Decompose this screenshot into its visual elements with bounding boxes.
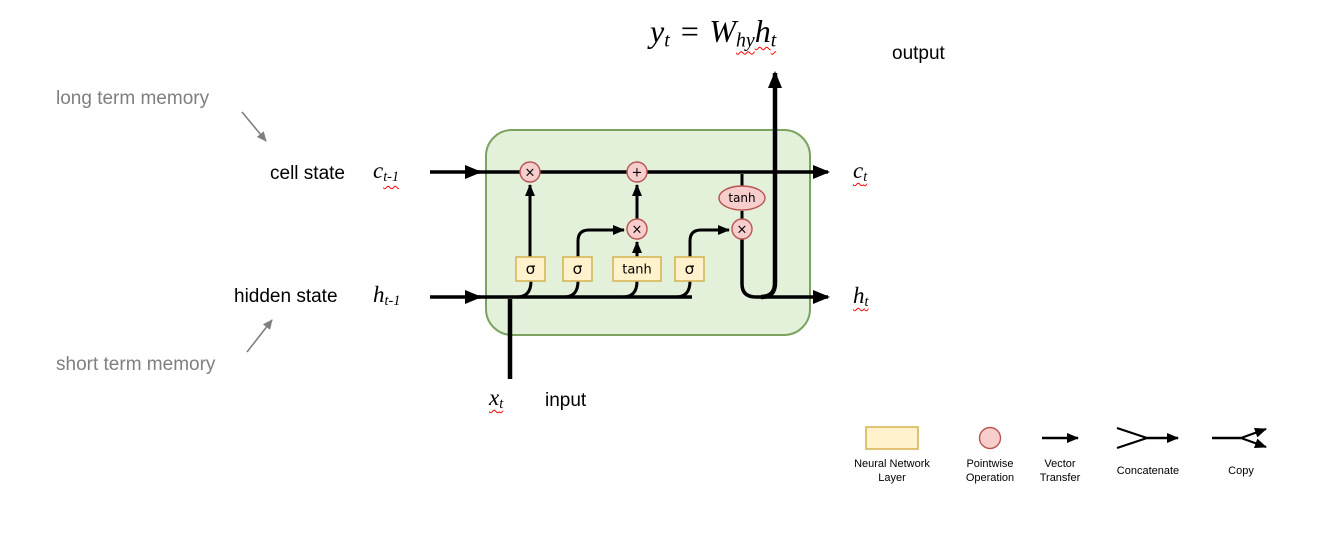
input-multiply-symbol: × xyxy=(632,223,643,238)
formula-h-sub: t xyxy=(770,29,777,52)
c-t-sub: t xyxy=(863,169,868,186)
candidate-tanh-label: tanh xyxy=(622,263,652,278)
long-term-memory-arrow xyxy=(241,111,267,142)
output-label: output xyxy=(892,43,945,64)
formula-w-sub: hy xyxy=(735,29,755,52)
input-multiply-circle xyxy=(626,218,648,240)
hidden-state-label: hidden state xyxy=(234,286,338,307)
cell-state-out-symbol: ct xyxy=(853,158,867,184)
add-symbol: + xyxy=(632,166,643,181)
formula-h: h xyxy=(754,13,771,49)
legend-label-line1: Neural Network xyxy=(854,458,930,470)
legend-label-line2: Transfer xyxy=(1039,472,1081,485)
legend-neural-network-layer-label: Neural Network Layer xyxy=(842,457,942,486)
legend-copy-fork-lower xyxy=(1240,436,1267,449)
hidden-state-prev-symbol: ht-1 xyxy=(373,282,400,308)
c-t-base: c xyxy=(853,158,864,183)
forget-gate-label: σ xyxy=(526,260,536,278)
c-prev-sub: t-1 xyxy=(383,169,400,186)
short-term-memory-arrow xyxy=(246,319,273,353)
h-t-base: h xyxy=(853,283,865,308)
legend-label-line1: Concatenate xyxy=(1116,465,1180,477)
cell-state-label: cell state xyxy=(270,163,345,184)
candidate-tanh-box xyxy=(612,256,662,282)
tanh-ellipse xyxy=(718,185,766,211)
legend-pointwise-operation-swatch xyxy=(978,426,1002,450)
gate4-branch xyxy=(675,280,692,299)
input-gate-connector xyxy=(576,225,625,257)
formula-w: W xyxy=(709,13,736,49)
c-prev-base: c xyxy=(373,158,384,183)
output-multiply-circle xyxy=(731,218,753,240)
output-gate-box xyxy=(674,256,705,282)
forget-multiply-symbol: × xyxy=(525,166,536,181)
output-formula: yt=Whyht xyxy=(650,13,776,51)
legend-label-line2: Layer xyxy=(878,472,906,485)
h-prev-base: h xyxy=(373,282,385,307)
hidden-state-exit-line xyxy=(740,239,830,304)
legend-label-line1: Vector xyxy=(1044,458,1076,470)
hidden-state-out-symbol: ht xyxy=(853,283,868,309)
legend-copy-fork-upper xyxy=(1240,427,1267,440)
legend-label-line1: Pointwise xyxy=(966,458,1014,470)
output-multiply-symbol: × xyxy=(737,223,748,238)
input-gate-box xyxy=(562,256,593,282)
input-gate-label: σ xyxy=(573,260,583,278)
x-t-sub: t xyxy=(499,396,504,413)
cell-state-prev-symbol: ct-1 xyxy=(373,158,399,184)
legend-label-line2: Operation xyxy=(965,472,1015,485)
gate2-branch xyxy=(563,280,580,299)
legend-pointwise-operation-label: Pointwise Operation xyxy=(940,457,1040,486)
h-prev-sub: t-1 xyxy=(384,293,401,310)
x-t-base: x xyxy=(489,385,500,410)
input-symbol: xt xyxy=(489,385,503,411)
legend-concatenate-label: Concatenate xyxy=(1098,464,1198,478)
legend-vector-transfer-label: Vector Transfer xyxy=(1010,457,1110,486)
legend-neural-network-layer-swatch xyxy=(865,426,919,450)
input-label: input xyxy=(545,390,587,411)
legend-copy-label: Copy xyxy=(1191,464,1291,478)
short-term-memory-label: short term memory xyxy=(56,354,216,375)
output-gate-connector xyxy=(688,225,730,257)
gate1-branch xyxy=(516,280,533,299)
forget-gate-box xyxy=(515,256,546,282)
output-gate-label: σ xyxy=(685,260,695,278)
tanh-ellipse-label: tanh xyxy=(728,191,755,205)
add-circle xyxy=(626,161,648,183)
gate3-branch xyxy=(622,280,639,299)
legend-concatenate-merge-upper xyxy=(1116,426,1148,440)
h-t-sub: t xyxy=(864,294,869,311)
legend-label-line1: Copy xyxy=(1228,465,1254,477)
formula-equals: = xyxy=(678,13,701,49)
lstm-cell-box xyxy=(485,129,811,336)
long-term-memory-label: long term memory xyxy=(56,88,210,109)
output-line xyxy=(760,71,782,300)
forget-multiply-circle xyxy=(519,161,541,183)
formula-y-sub: t xyxy=(664,29,670,52)
formula-y: y xyxy=(650,13,665,49)
legend-concatenate-merge-lower xyxy=(1116,436,1148,450)
